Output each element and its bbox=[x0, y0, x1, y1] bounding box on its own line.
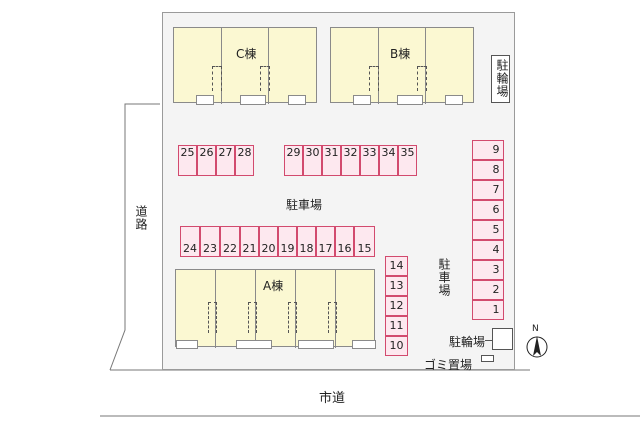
parking-space: 19 bbox=[278, 226, 297, 257]
parking-space: 18 bbox=[297, 226, 316, 257]
bicycle-label-bottom: 駐輪場 bbox=[449, 335, 486, 349]
parking-space: 33 bbox=[360, 145, 379, 176]
compass-icon bbox=[526, 336, 548, 358]
parking-space: 32 bbox=[341, 145, 360, 176]
parking-space: 25 bbox=[178, 145, 197, 176]
parking-space: 13 bbox=[385, 276, 408, 296]
garbage-box bbox=[481, 355, 494, 362]
parking-space: 6 bbox=[472, 200, 504, 220]
parking-space: 21 bbox=[240, 226, 259, 257]
north-arrow: N bbox=[524, 324, 550, 360]
building-a-label: A棟 bbox=[263, 279, 284, 293]
parking-space: 17 bbox=[316, 226, 335, 257]
bicycle-parking-box bbox=[492, 328, 513, 350]
parking-space: 12 bbox=[385, 296, 408, 316]
city-road-label: 市道 bbox=[319, 391, 346, 406]
building-a bbox=[175, 269, 376, 349]
parking-space: 29 bbox=[284, 145, 303, 176]
parking-space: 22 bbox=[220, 226, 240, 257]
bicycle-label-top: 駐輪場 bbox=[495, 59, 509, 98]
bicycle-parking-top: 駐輪場 bbox=[491, 55, 510, 103]
parking-space: 26 bbox=[197, 145, 216, 176]
parking-space: 4 bbox=[472, 240, 504, 260]
north-label: N bbox=[532, 324, 539, 334]
parking-space: 2 bbox=[472, 280, 504, 300]
parking-label-right: 駐車場 bbox=[437, 258, 451, 297]
parking-space: 15 bbox=[354, 226, 375, 257]
building-c bbox=[173, 27, 317, 105]
parking-space: 14 bbox=[385, 256, 408, 276]
parking-space: 11 bbox=[385, 316, 408, 336]
parking-space: 16 bbox=[335, 226, 354, 257]
parking-space: 3 bbox=[472, 260, 504, 280]
garbage-label: ゴミ置場 bbox=[424, 358, 473, 372]
parking-space: 9 bbox=[472, 140, 504, 160]
parking-space: 20 bbox=[259, 226, 278, 257]
parking-space: 31 bbox=[322, 145, 341, 176]
parking-space: 1 bbox=[472, 300, 504, 320]
parking-label-center: 駐車場 bbox=[286, 198, 323, 212]
parking-space: 8 bbox=[472, 160, 504, 180]
parking-space: 35 bbox=[398, 145, 417, 176]
building-b bbox=[330, 27, 474, 105]
parking-space: 34 bbox=[379, 145, 398, 176]
parking-space: 28 bbox=[235, 145, 254, 176]
building-c-label: C棟 bbox=[236, 47, 257, 61]
parking-space: 30 bbox=[303, 145, 322, 176]
road-left-label: 道路 bbox=[134, 205, 148, 231]
parking-space: 10 bbox=[385, 336, 408, 356]
parking-space: 27 bbox=[216, 145, 235, 176]
bicycle-pointer bbox=[485, 340, 492, 341]
parking-space: 24 bbox=[180, 226, 200, 257]
building-b-label: B棟 bbox=[390, 47, 411, 61]
parking-space: 23 bbox=[200, 226, 220, 257]
parking-space: 5 bbox=[472, 220, 504, 240]
parking-space: 7 bbox=[472, 180, 504, 200]
